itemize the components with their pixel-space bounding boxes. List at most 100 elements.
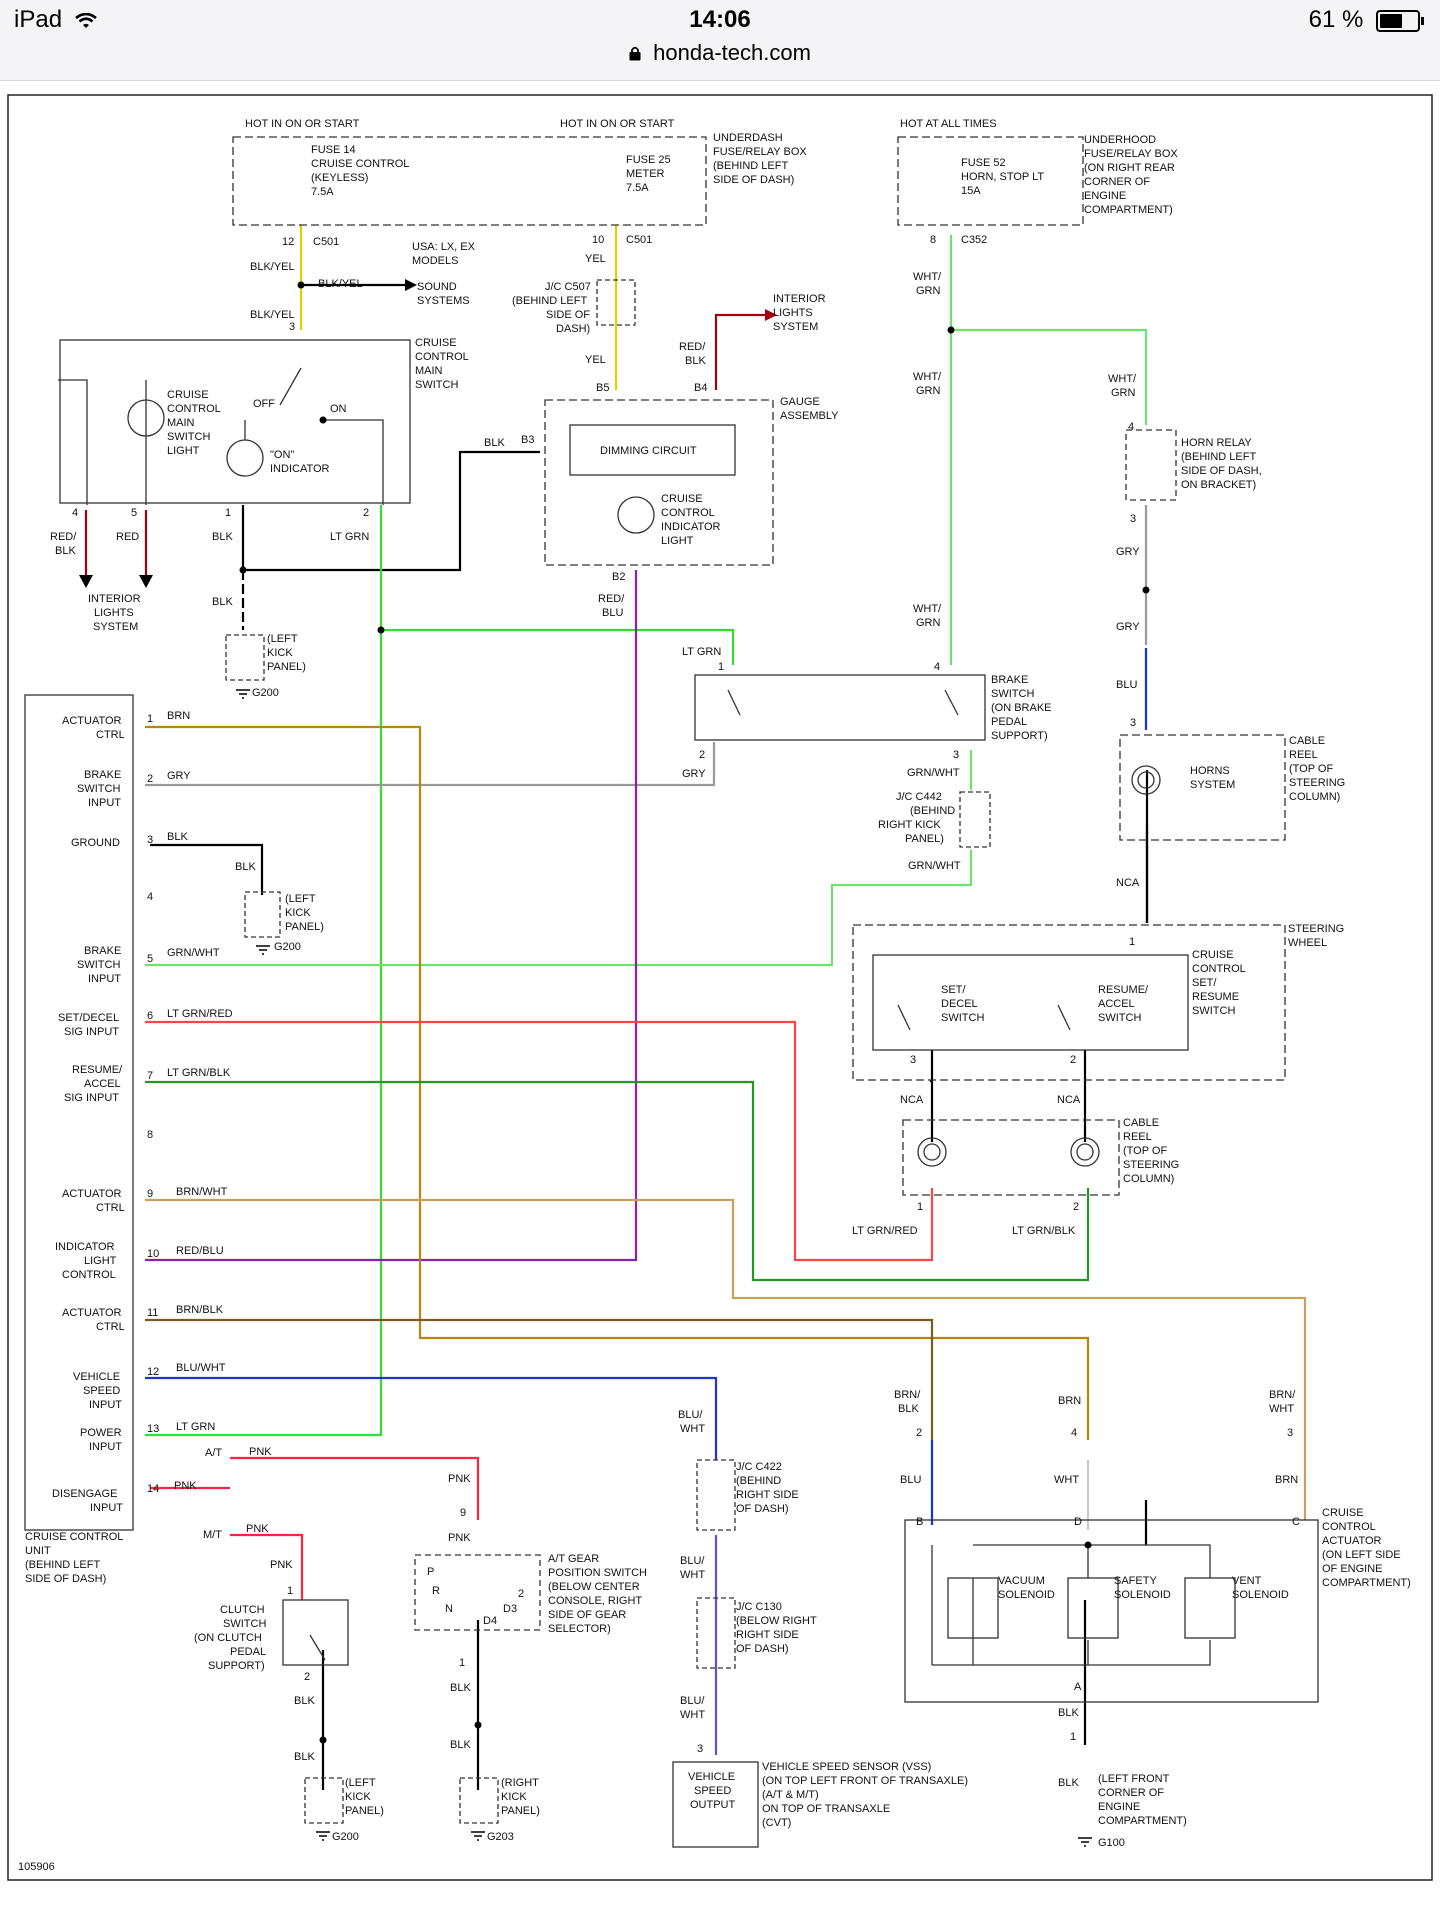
jc-c507-1: (BEHIND LEFT <box>512 295 587 307</box>
vacuum-sol-0: VACUUM <box>998 1575 1045 1587</box>
underdash-label-2: (BEHIND LEFT <box>713 160 788 172</box>
wire-red-blk-2: BLK <box>685 355 706 367</box>
ccu-num-8: 8 <box>147 1129 153 1141</box>
interior-lights-left-2: SYSTEM <box>93 621 138 633</box>
right-kick-1: KICK <box>501 1791 527 1803</box>
set-resume-0: CRUISE <box>1192 949 1234 961</box>
gear-r: R <box>432 1585 440 1597</box>
wire-brn-act: BRN <box>1058 1395 1081 1407</box>
jc-c507-0: J/C C507 <box>545 281 591 293</box>
pin-1-main: 1 <box>225 507 231 519</box>
wire-blk-clutch-2: BLK <box>294 1751 315 1763</box>
wire-red-blu-1: RED/ <box>598 593 625 605</box>
ccu-pin9-0: ACTUATOR <box>62 1188 122 1200</box>
horn-relay-0: HORN RELAY <box>1181 437 1252 449</box>
ccu-name-2: (BEHIND LEFT <box>25 1559 100 1571</box>
pin-9-at: 9 <box>460 1507 466 1519</box>
ccu-pin14-0: DISENGAGE <box>52 1488 117 1500</box>
address-bar[interactable]: honda-tech.com <box>0 40 1440 66</box>
wire-wht-grn-2b: GRN <box>916 385 941 397</box>
pin-2-gear: 2 <box>518 1588 524 1600</box>
underhood-label-3: CORNER OF <box>1084 176 1150 188</box>
wire-wht-grn-4b: GRN <box>916 617 941 629</box>
wire-pnk-mt: PNK <box>246 1523 269 1535</box>
wire-brn-wht-a1: BRN/ <box>1269 1389 1296 1401</box>
actuator-1: CONTROL <box>1322 1521 1376 1533</box>
pin-1-act: 1 <box>1070 1731 1076 1743</box>
set-decel-1: DECEL <box>941 998 978 1010</box>
wire-brn-ccu: BRN <box>167 710 190 722</box>
ccu-num-4: 4 <box>147 891 153 903</box>
clutch-switch-4: SUPPORT) <box>208 1660 265 1672</box>
cable-reel-top-0: CABLE <box>1289 735 1325 747</box>
ccu-pin11-1: CTRL <box>96 1321 125 1333</box>
main-switch-light-3: SWITCH <box>167 431 210 443</box>
wire-grn-wht-2: GRN/WHT <box>908 860 961 872</box>
pin-3-horn: 3 <box>1130 513 1136 525</box>
at-label: A/T <box>205 1447 222 1459</box>
ccu-pin3-0: GROUND <box>71 837 120 849</box>
cable-reel-bottom-0: CABLE <box>1123 1117 1159 1129</box>
usa-models-1: MODELS <box>412 255 458 267</box>
ccu-num-14: 14 <box>147 1483 159 1495</box>
jc-c507-3: DASH) <box>556 323 590 335</box>
wire-blk-yel-2: BLK/YEL <box>318 278 363 290</box>
wire-wht-grn-4a: WHT/ <box>913 603 942 615</box>
pin-1-brake: 1 <box>718 661 724 673</box>
pin-4-horn: 4 <box>1128 421 1134 433</box>
left-kick-1-0: (LEFT <box>267 633 298 645</box>
clutch-switch-0: CLUTCH <box>220 1604 265 1616</box>
ccu-num-11: 11 <box>147 1307 158 1319</box>
fuse25-label-1: METER <box>626 168 665 180</box>
vss-desc-4: (CVT) <box>762 1817 791 1829</box>
off-label: OFF <box>253 398 275 410</box>
jc-c130-3: OF DASH) <box>736 1643 789 1655</box>
ccu-pin12-1: SPEED <box>83 1385 120 1397</box>
ccu-pin11-0: ACTUATOR <box>62 1307 122 1319</box>
cable-reel-top-2: (TOP OF <box>1289 763 1333 775</box>
set-resume-4: SWITCH <box>1192 1005 1235 1017</box>
wire-lt-grn-blk-ccu: LT GRN/BLK <box>167 1067 231 1079</box>
wire-gry-ccu: GRY <box>167 770 191 782</box>
ccu-num-7: 7 <box>147 1070 153 1082</box>
steering-wheel-0: STEERING <box>1288 923 1344 935</box>
pin-2-resume: 2 <box>1070 1054 1076 1066</box>
left-kick-3-2: PANEL) <box>345 1805 384 1817</box>
dimming-circuit: DIMMING CIRCUIT <box>600 445 697 457</box>
pin-4-brake: 4 <box>934 661 940 673</box>
underdash-label-3: SIDE OF DASH) <box>713 174 794 186</box>
wire-pnk-clutch: PNK <box>270 1559 293 1571</box>
pin-3-set: 3 <box>910 1054 916 1066</box>
gear-p: P <box>427 1566 434 1578</box>
left-kick-3-0: (LEFT <box>345 1777 376 1789</box>
gear-d3: D3 <box>503 1603 517 1615</box>
resume-accel-2: SWITCH <box>1098 1012 1141 1024</box>
clutch-switch-2: (ON CLUTCH <box>194 1632 262 1644</box>
device-name: iPad <box>14 6 63 33</box>
wire-gry-1: GRY <box>1116 546 1140 558</box>
wire-lt-grn-red-b: LT GRN/RED <box>852 1225 918 1237</box>
wire-blk-clutch-1: BLK <box>294 1695 315 1707</box>
pin-8-fuse: 8 <box>930 234 936 246</box>
horn-relay-3: ON BRACKET) <box>1181 479 1256 491</box>
set-resume-3: RESUME <box>1192 991 1239 1003</box>
wire-gry-brake: GRY <box>682 768 706 780</box>
ccu-name-1: UNIT <box>25 1545 51 1557</box>
vss-desc-0: VEHICLE SPEED SENSOR (VSS) <box>762 1761 931 1773</box>
wire-brn-wht-a2: WHT <box>1269 1403 1294 1415</box>
left-front-0: (LEFT FRONT <box>1098 1773 1170 1785</box>
jc-c442-0: J/C C442 <box>896 791 942 803</box>
wire-lt-grn-blk-b: LT GRN/BLK <box>1012 1225 1076 1237</box>
main-switch-light-1: CONTROL <box>167 403 221 415</box>
pin-4-main: 4 <box>72 507 78 519</box>
wire-red-blk-1: RED/ <box>679 341 706 353</box>
set-decel-2: SWITCH <box>941 1012 984 1024</box>
main-switch-light-4: LIGHT <box>167 445 200 457</box>
main-switch-light-0: CRUISE <box>167 389 209 401</box>
clock: 14:06 <box>689 6 751 33</box>
wire-blk-gear-2: BLK <box>450 1739 471 1751</box>
jc-c422-3: OF DASH) <box>736 1503 789 1515</box>
jc-c442-1: (BEHIND <box>910 805 955 817</box>
wire-blu-wht-ccu: BLU/WHT <box>176 1362 226 1374</box>
ccu-num-9: 9 <box>147 1188 153 1200</box>
